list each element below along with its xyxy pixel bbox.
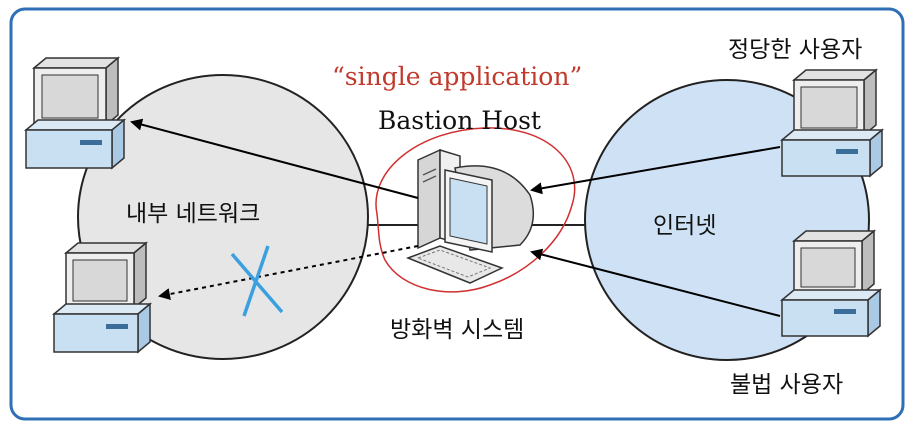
outer-frame (9, 7, 905, 421)
annotation-circle (375, 127, 576, 293)
bastion-host-label: Bastion Host (378, 106, 541, 135)
internal-computer-top-icon (23, 56, 127, 170)
legit-user-computer-icon (779, 68, 885, 178)
arrow-illegal-to-bastion (530, 248, 781, 317)
single-application-label: “single application” (332, 62, 583, 91)
internal-computer-bottom-icon (51, 241, 153, 354)
firewall-system-label: 방화벽 시스템 (390, 317, 525, 343)
illegal-user-label: 불법 사용자 (730, 372, 844, 398)
internal-network-label: 내부 네트워크 (126, 201, 261, 227)
internal-network-circle (77, 74, 369, 360)
bastion-host-computer-icon (405, 148, 535, 284)
arrow-blocked-dotted (158, 245, 419, 300)
arrow-bastion-to-internal (130, 118, 419, 199)
legit-user-label: 정당한 사용자 (728, 37, 863, 63)
internet-label: 인터넷 (653, 213, 717, 239)
illegal-user-computer-icon (779, 229, 883, 338)
arrow-legit-to-bastion (530, 146, 781, 195)
blocked-x-icon (230, 245, 284, 317)
